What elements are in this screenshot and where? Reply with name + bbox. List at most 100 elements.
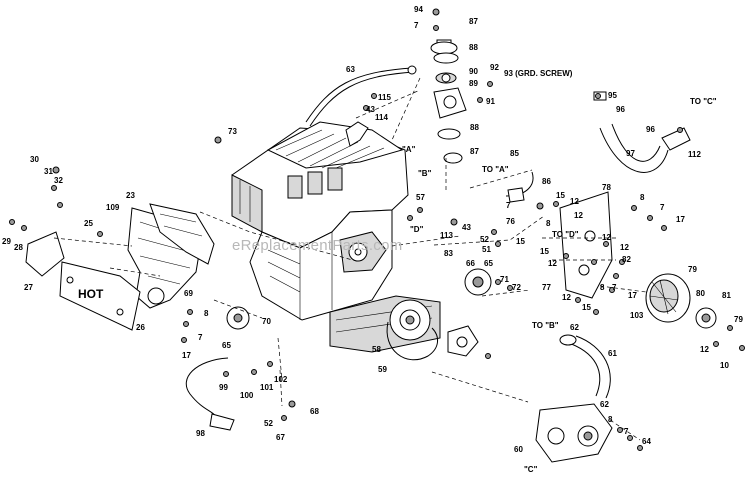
part-number-59: 59	[378, 365, 387, 374]
part-number-87-lower: 87	[470, 147, 479, 156]
part-number-83: 83	[444, 249, 453, 258]
part-number-73: 73	[228, 127, 237, 136]
part-number-65-mid: 65	[484, 259, 493, 268]
part-number-66: 66	[466, 259, 475, 268]
upper-radiator-hose	[593, 91, 691, 173]
part-number-62-lower: 62	[600, 400, 609, 409]
part-number-88: 88	[469, 43, 478, 52]
part-number-60: 60	[514, 445, 523, 454]
part-number-17-r2: 17	[628, 291, 637, 300]
watermark-text: eReplacementParts.com	[232, 237, 403, 254]
part-number-26: 26	[136, 323, 145, 332]
part-number-64: 64	[642, 437, 651, 446]
part-number-61: 61	[608, 349, 617, 358]
part-number-79: 79	[688, 265, 697, 274]
part-number-96: 96	[616, 105, 625, 114]
part-number-43: 43	[366, 105, 375, 114]
part-number-62: 62	[570, 323, 579, 332]
part-number-95: 95	[608, 91, 617, 100]
crankshaft-pulley	[389, 299, 431, 341]
part-number-98: 98	[196, 429, 205, 438]
part-number-97: 97	[626, 149, 635, 158]
part-number-86: 86	[542, 177, 551, 186]
part-number-71: 71	[500, 275, 509, 284]
part-number-12-f: 12	[562, 293, 571, 302]
part-number-79-r: 79	[734, 315, 743, 324]
ref-a-label: "A"	[402, 145, 416, 154]
tensioner-pulley	[464, 268, 492, 296]
bypass-hose-114	[345, 121, 369, 147]
part-number-12-alt: 12	[700, 345, 709, 354]
to-c-label: TO "C"	[690, 97, 717, 106]
part-number-58: 58	[372, 345, 381, 354]
dipstick-tube	[305, 65, 417, 127]
reference-callouts: "A" "B" "D" TO "D" TO "A" TO "C" TO "B" …	[402, 69, 717, 474]
coolant-hose-85-86	[505, 171, 534, 203]
part-number-63: 63	[346, 65, 355, 74]
part-number-28: 28	[14, 243, 23, 252]
part-number-7-mid: 7	[506, 201, 511, 210]
alternator-bracket	[559, 191, 613, 299]
part-number-69: 69	[184, 289, 193, 298]
thermostat-housing-stack	[430, 39, 467, 164]
part-number-114: 114	[375, 113, 388, 122]
part-number-15-b: 15	[540, 247, 549, 256]
ref-d-label: "D"	[410, 225, 424, 234]
part-number-8-lower: 8	[608, 415, 613, 424]
part-number-12-c: 12	[602, 233, 611, 242]
part-number-72: 72	[512, 283, 521, 292]
part-number-57: 57	[416, 193, 425, 202]
part-number-7-r2: 7	[612, 283, 617, 292]
part-number-27: 27	[24, 283, 33, 292]
part-number-7: 7	[414, 21, 419, 30]
part-number-23: 23	[126, 191, 135, 200]
part-number-7-left: 7	[198, 333, 203, 342]
part-number-15-c: 15	[582, 303, 591, 312]
part-number-78: 78	[602, 183, 611, 192]
part-number-12-b: 12	[574, 211, 583, 220]
part-number-8-r2: 8	[600, 283, 605, 292]
part-number-32: 32	[54, 176, 63, 185]
part-number-115: 115	[378, 93, 391, 102]
part-number-7-lower: 7	[624, 427, 629, 436]
part-number-12-e: 12	[620, 243, 629, 252]
thermostat-inlet-housing	[535, 403, 613, 463]
part-number-12: 12	[570, 197, 579, 206]
part-number-17: 17	[182, 351, 191, 360]
part-number-90: 90	[469, 67, 478, 76]
to-a-label: TO "A"	[482, 165, 509, 174]
idler-pulley	[226, 306, 250, 330]
part-number-113: 113	[440, 231, 453, 240]
part-number-70: 70	[262, 317, 271, 326]
part-number-112: 112	[688, 150, 701, 159]
part-number-12-d: 12	[548, 259, 557, 268]
part-number-43-mid: 43	[462, 223, 471, 232]
part-number-7-top: 7	[660, 203, 665, 212]
shield-bracket	[25, 231, 65, 277]
to-d-label: TO "D"	[552, 230, 579, 239]
part-number-8-top: 8	[640, 193, 645, 202]
part-number-100: 100	[240, 391, 254, 400]
part-number-25: 25	[84, 219, 93, 228]
part-number-30: 30	[30, 155, 39, 164]
part-number-16: 15	[516, 237, 525, 246]
part-number-99: 99	[219, 383, 228, 392]
alternator	[645, 273, 717, 329]
part-number-77: 77	[542, 283, 551, 292]
part-number-65: 65	[222, 341, 231, 350]
water-pump	[447, 325, 479, 357]
hot-label: HOT	[78, 287, 104, 301]
part-number-81: 81	[722, 291, 731, 300]
leader-lines	[53, 77, 647, 441]
part-number-88-lower: 88	[470, 123, 479, 132]
part-number-82: 82	[622, 255, 631, 264]
part-number-51: 51	[482, 245, 491, 254]
part-number-8-right: 8	[546, 219, 551, 228]
part-number-92: 92	[490, 63, 499, 72]
part-number-68: 68	[310, 407, 319, 416]
grd-screw-label: 93 (GRD. SCREW)	[504, 69, 573, 78]
engine-block	[231, 121, 441, 353]
part-number-76: 76	[506, 217, 515, 226]
part-number-17-top: 17	[676, 215, 685, 224]
